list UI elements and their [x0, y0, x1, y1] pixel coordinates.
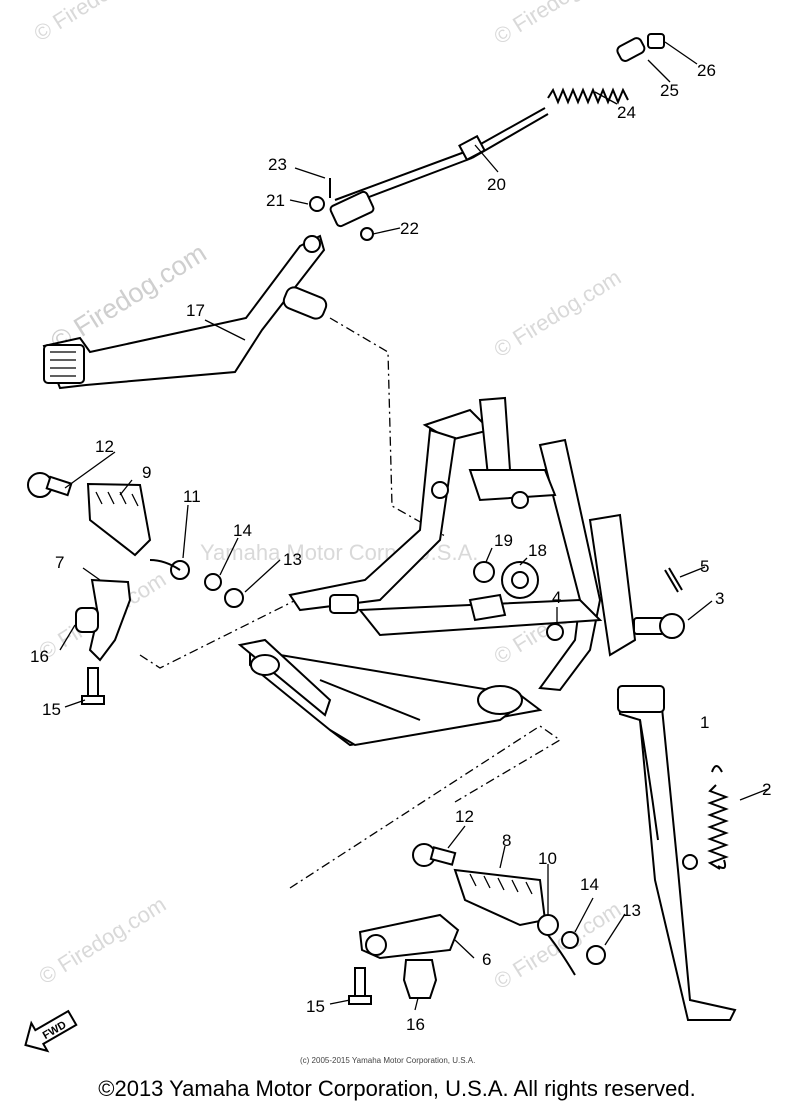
part-labels: 1 2 3 4 5 6 7 8 9 10 11 12 12 13 13 14 1… [30, 61, 771, 1034]
watermark: © Firedog.com [29, 0, 165, 46]
part-label-9: 9 [142, 463, 151, 482]
watermark: © Firedog.com [34, 891, 170, 989]
frame [237, 396, 637, 747]
part-label-21: 21 [266, 191, 285, 210]
brake-pedal [42, 234, 328, 390]
footer-copyright: ©2013 Yamaha Motor Corporation, U.S.A. A… [98, 1076, 696, 1101]
part-label-14: 14 [580, 875, 599, 894]
part-label-19: 19 [494, 531, 513, 550]
part-label-12: 12 [455, 807, 474, 826]
part-label-20: 20 [487, 175, 506, 194]
callout-lines [59, 41, 769, 1011]
leader-lines [139, 317, 562, 889]
part-label-7: 7 [55, 553, 64, 572]
small-copyright: (c) 2005-2015 Yamaha Motor Corporation, … [300, 1056, 475, 1065]
part-label-18: 18 [528, 541, 547, 560]
part-label-4: 4 [552, 588, 561, 607]
brake-cable [309, 33, 665, 241]
part-label-8: 8 [502, 831, 511, 850]
part-label-12: 12 [95, 437, 114, 456]
left-footrest [27, 472, 244, 705]
side-stand [616, 567, 737, 1021]
part-label-13: 13 [622, 901, 641, 920]
part-label-24: 24 [617, 103, 636, 122]
part-label-3: 3 [715, 589, 724, 608]
part-label-17: 17 [186, 301, 205, 320]
part-label-26: 26 [697, 61, 716, 80]
part-label-13: 13 [283, 550, 302, 569]
part-label-11: 11 [183, 487, 201, 506]
part-label-22: 22 [400, 219, 419, 238]
part-label-15: 15 [306, 997, 325, 1016]
part-label-15: 15 [42, 700, 61, 719]
part-label-1: 1 [700, 713, 709, 732]
watermark: © Firedog.com [489, 0, 625, 49]
part-label-5: 5 [700, 557, 709, 576]
right-footrest [348, 843, 606, 1005]
part-label-23: 23 [268, 155, 287, 174]
watermark: © Firedog.com [489, 264, 625, 362]
part-label-25: 25 [660, 81, 679, 100]
part-label-2: 2 [762, 780, 771, 799]
fwd-arrow-icon: FWD [24, 1009, 78, 1053]
part-label-14: 14 [233, 521, 252, 540]
part-label-16: 16 [30, 647, 49, 666]
part-label-16: 16 [406, 1015, 425, 1034]
part-label-6: 6 [482, 950, 491, 969]
part-label-10: 10 [538, 849, 557, 868]
